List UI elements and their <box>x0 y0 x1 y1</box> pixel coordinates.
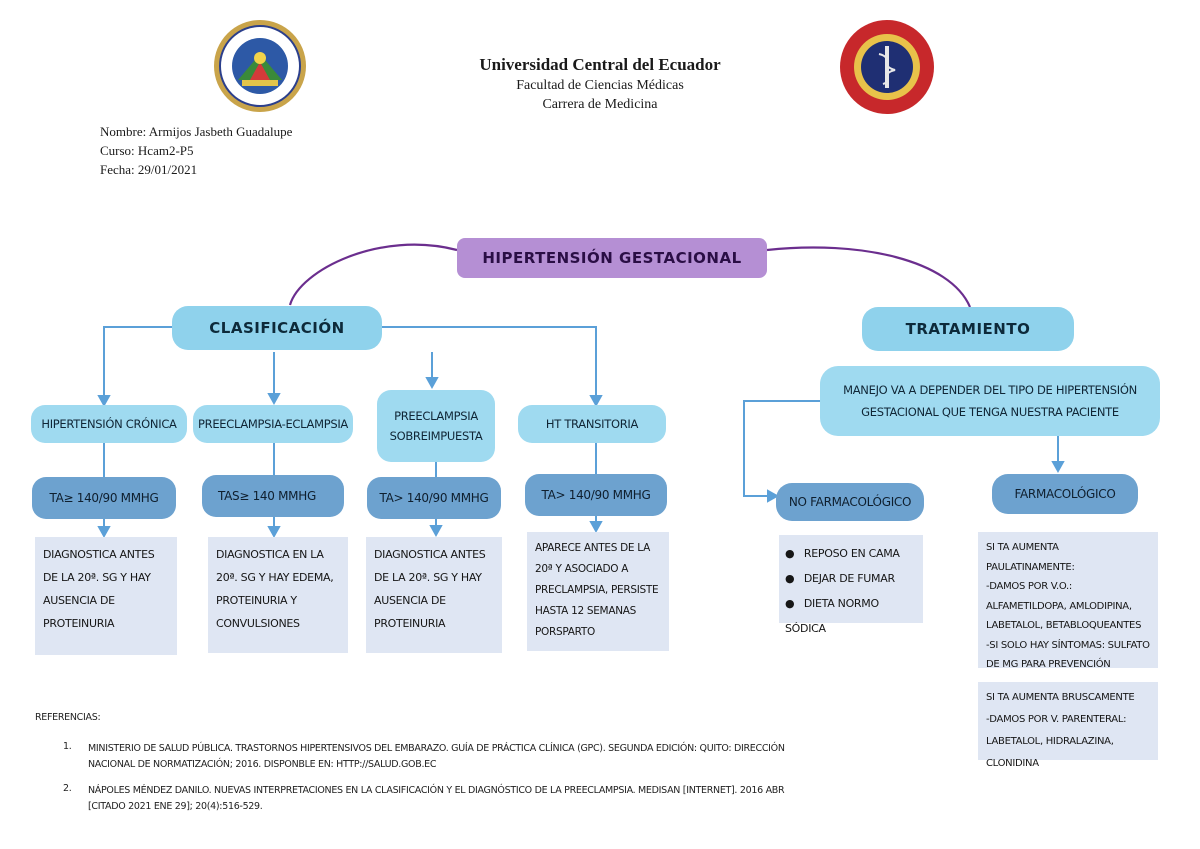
reference-item: MINISTERIO DE SALUD PÚBLICA. TRASTORNOS … <box>88 743 785 770</box>
faculty-seal-logo <box>840 20 934 114</box>
reference-number: 1. <box>63 741 72 752</box>
student-course: Curso: Hcam2-P5 <box>100 143 194 158</box>
pharmacological-sudden-note: SI TA AUMENTA BRUSCAMENTE -DAMOS POR V. … <box>978 682 1158 769</box>
detail-note-preeclampsia: DIAGNOSTICA EN LA 20ª. SG Y HAY EDEMA, P… <box>208 537 348 653</box>
references-heading: REFERENCIAS: <box>35 712 101 723</box>
non-pharmacological-list: ● REPOSO EN CAMA ● DEJAR DE FUMAR ● DIET… <box>779 535 923 635</box>
pharmacological-gradual-note: SI TA AUMENTA PAULATINAMENTE: -DAMOS POR… <box>978 532 1158 670</box>
type-node-preeclampsia-eclampsia: PREECLAMPSIA-ECLAMPSIA <box>193 405 353 443</box>
treatment-intro-node: MANEJO VA A DEPENDER DEL TIPO DE HIPERTE… <box>820 366 1160 436</box>
career-name: Carrera de Medicina <box>542 97 658 112</box>
type-node-chronic: HIPERTENSIÓN CRÓNICA <box>31 405 187 443</box>
student-date: Fecha: 29/01/2021 <box>100 162 198 177</box>
ta-node-preeclampsia: TAS≥ 140 MMHG <box>202 475 344 517</box>
reference-number: 2. <box>63 783 72 794</box>
university-name: Universidad Central del Ecuador <box>479 55 721 74</box>
classification-node: CLASIFICACIÓN <box>172 306 382 350</box>
type-node-superimposed: PREECLAMPSIA SOBREIMPUESTA <box>377 390 495 462</box>
ta-node-superimposed: TA> 140/90 MMHG <box>367 477 501 519</box>
detail-note-superimposed: DIAGNOSTICA ANTES DE LA 20ª. SG Y HAY AU… <box>366 537 502 653</box>
ta-node-chronic: TA≥ 140/90 MMHG <box>32 477 176 519</box>
university-seal-logo <box>214 20 306 112</box>
student-name: Nombre: Armijos Jasbeth Guadalupe <box>100 124 293 139</box>
reference-item: NÁPOLES MÉNDEZ DANILO. NUEVAS INTERPRETA… <box>88 785 785 812</box>
detail-note-chronic: DIAGNOSTICA ANTES DE LA 20ª. SG Y HAY AU… <box>35 537 177 655</box>
concept-map-title: HIPERTENSIÓN GESTACIONAL <box>457 238 767 278</box>
non-pharm-item: ● REPOSO EN CAMA <box>785 547 900 560</box>
non-pharmacological-node: NO FARMACOLÓGICO <box>776 483 924 521</box>
treatment-node: TRATAMIENTO <box>862 307 1074 351</box>
type-node-transient: HT TRANSITORIA <box>518 405 666 443</box>
non-pharm-item: ● DIETA NORMO SÓDICA <box>785 597 879 635</box>
non-pharm-item: ● DEJAR DE FUMAR <box>785 572 895 585</box>
faculty-name: Facultad de Ciencias Médicas <box>516 78 684 93</box>
pharmacological-node: FARMACOLÓGICO <box>992 474 1138 514</box>
detail-note-transient: APARECE ANTES DE LA 20ª Y ASOCIADO A PRE… <box>527 532 669 651</box>
ta-node-transient: TA> 140/90 MMHG <box>525 474 667 516</box>
